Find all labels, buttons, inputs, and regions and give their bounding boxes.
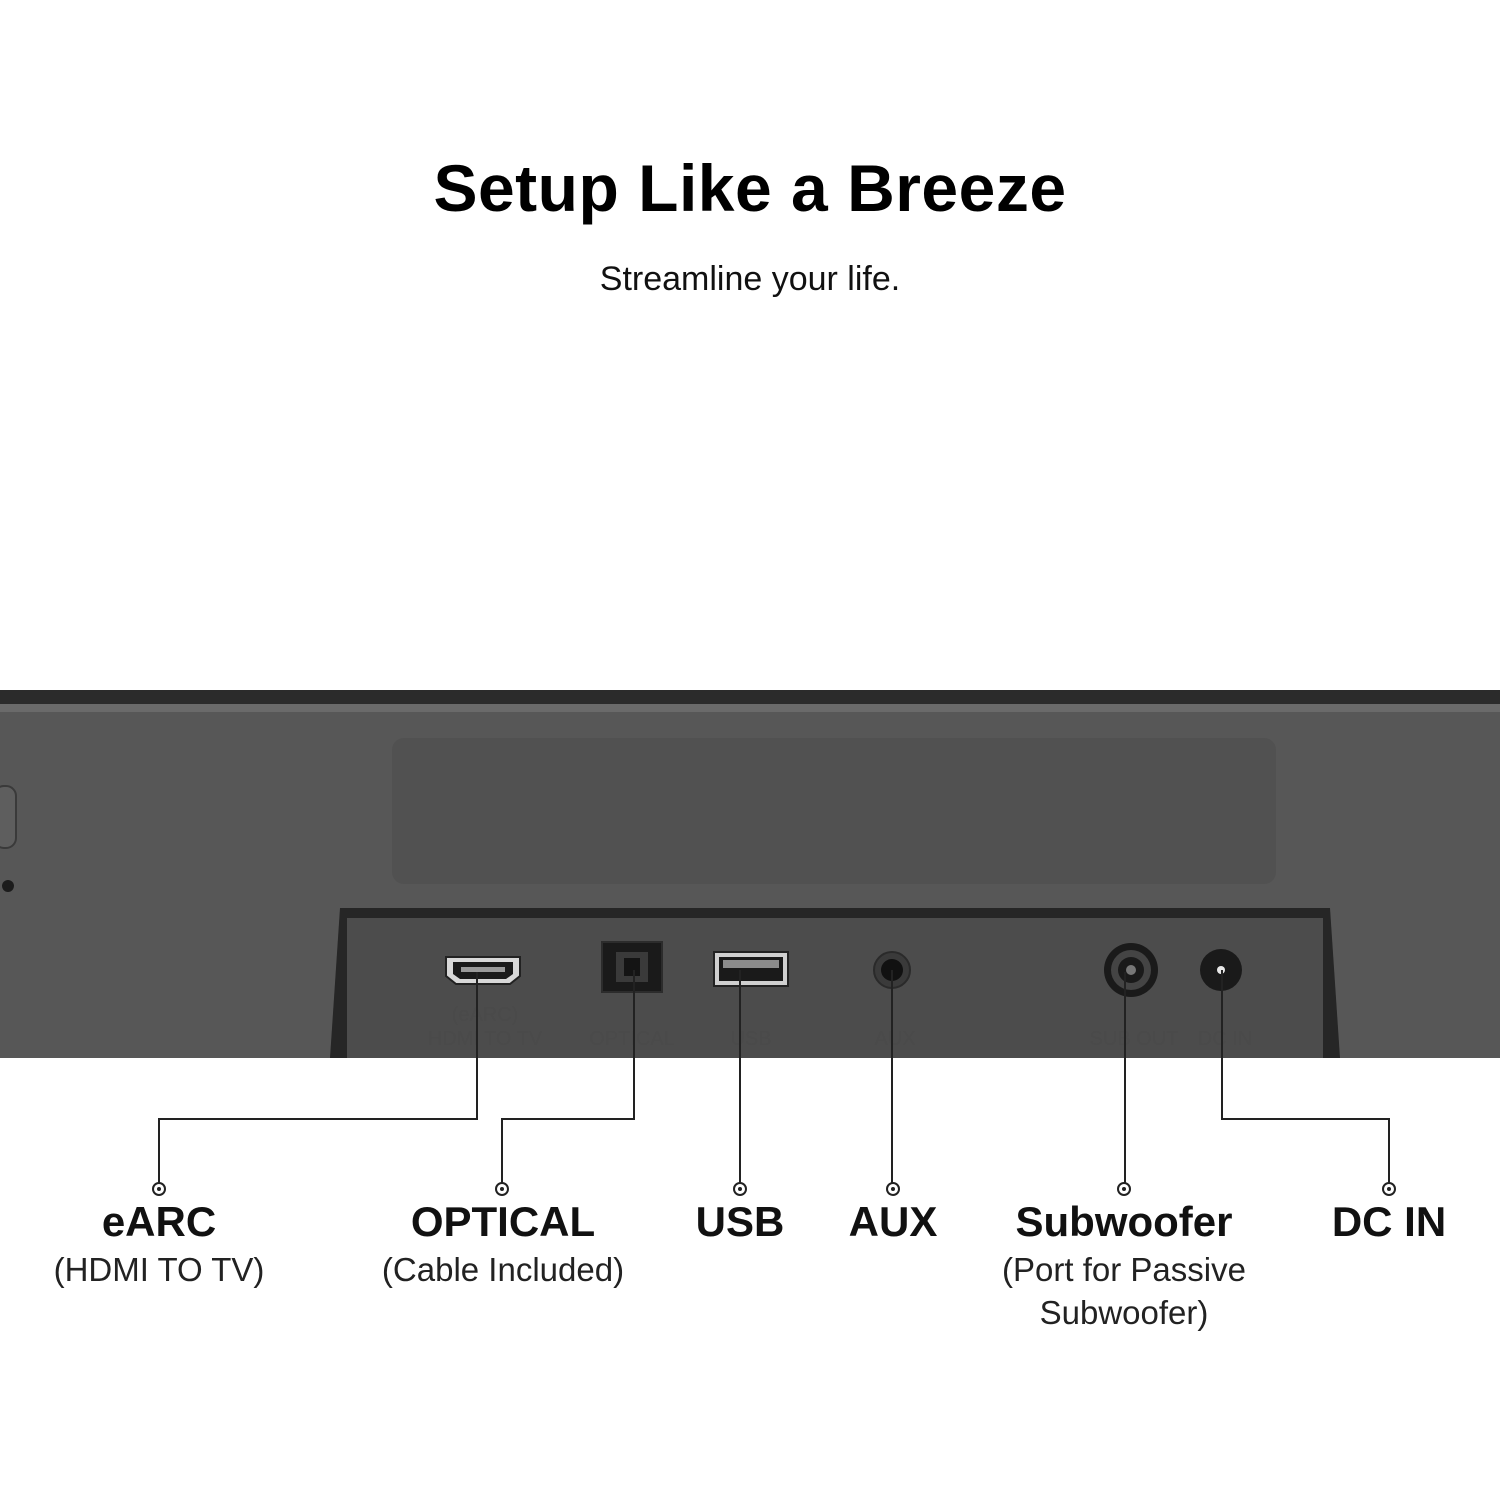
port-label-subwoofer: Subwoofer (Port for Passive Subwoofer) [974,1198,1274,1334]
panel-label-optical: OPTICAL [589,1028,675,1050]
sub-out-port [1104,943,1158,997]
panel-label-sub-out: SUB OUT [1090,1028,1179,1050]
panel-label-aux: AUX [874,1028,915,1050]
soundbar-top-edge [0,690,1500,704]
panel-label-hdmi: HDMI TO TV [428,1028,543,1050]
panel-label-earc: (eARC) [452,1004,519,1026]
port-label-usb: USB [590,1198,890,1246]
usb-port [713,951,789,987]
led-indicator [2,880,14,892]
port-recess [347,918,1323,1058]
port-name-usb: USB [695,1198,785,1245]
port-name-earc: eARC [101,1198,217,1245]
port-label-aux: AUX [743,1198,1043,1246]
port-name-aux: AUX [848,1198,938,1245]
port-name-dc-in: DC IN [1331,1198,1447,1245]
port-desc-subwoofer: (Port for Passive Subwoofer) [1002,1251,1246,1331]
callout-line-optical [501,970,635,1183]
callout-line-earc [158,972,478,1183]
page-subtitle: Streamline your life. [599,260,901,298]
port-label-dc-in: DC IN [1239,1198,1500,1246]
port-label-earc: eARC (HDMI TO TV) [9,1198,309,1291]
side-button [0,785,17,849]
hdmi-port [445,956,521,985]
port-name-subwoofer: Subwoofer [1015,1198,1233,1245]
port-desc-earc: (HDMI TO TV) [53,1251,265,1288]
soundbar-bevel [0,704,1500,712]
callout-line-dc-in [1221,970,1390,1183]
panel-label-dc-in: DC IN [1198,1028,1252,1050]
port-name-optical: OPTICAL [410,1198,596,1245]
panel-label-usb: USB [730,1028,771,1050]
port-desc-optical: (Cable Included) [381,1251,625,1288]
optical-port [601,941,663,993]
port-label-optical: OPTICAL (Cable Included) [353,1198,653,1291]
label-recess [392,738,1276,884]
page-title: Setup Like a Breeze [433,151,1067,225]
